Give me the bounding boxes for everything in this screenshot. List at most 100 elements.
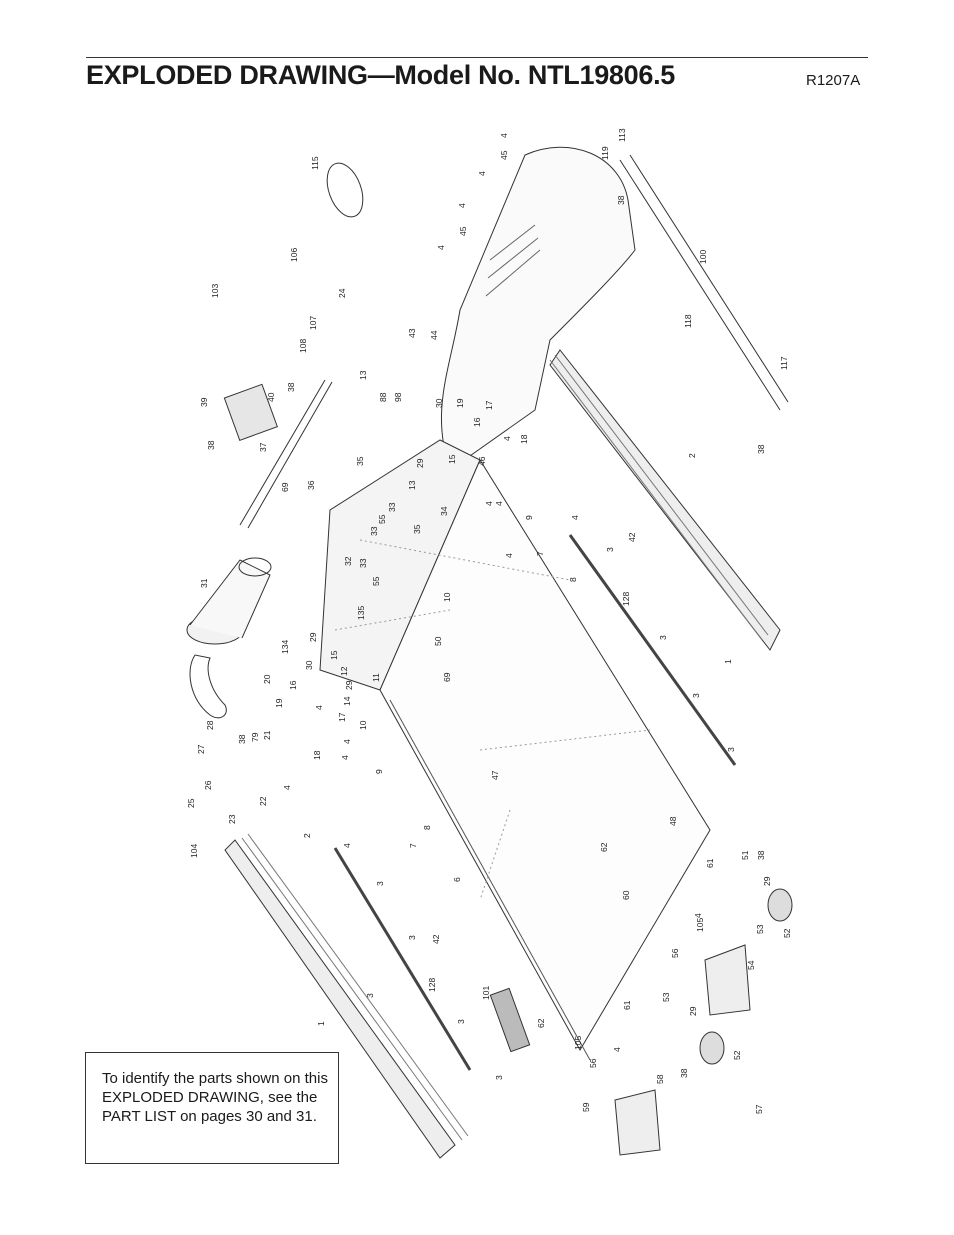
part-callout: 115 — [310, 156, 320, 170]
part-callout: 52 — [782, 928, 792, 938]
part-callout: 29 — [762, 876, 772, 886]
deck-part — [379, 458, 711, 1052]
part-callout: 11 — [371, 673, 381, 682]
part-callout: 3 — [407, 935, 417, 940]
part-callout: 29 — [688, 1006, 698, 1016]
part-callout: 33 — [387, 502, 397, 512]
part-callout: 19 — [455, 398, 465, 408]
part-callout: 4 — [484, 501, 494, 506]
part-callout: 53 — [661, 992, 671, 1002]
part-callout: 60 — [621, 890, 631, 900]
part-callout: 14 — [342, 696, 352, 706]
part-callout: 45 — [499, 150, 509, 160]
page-title: EXPLODED DRAWING—Model No. NTL19806.5 — [86, 60, 675, 90]
part-callout: 30 — [304, 660, 314, 670]
part-callout: 59 — [581, 1102, 591, 1112]
part-callout: 108 — [298, 339, 308, 353]
part-callout: 100 — [698, 250, 708, 264]
part-callout: 35 — [355, 456, 365, 466]
part-callout: 4 — [340, 755, 350, 760]
note-text: To identify the parts shown on this EXPL… — [102, 1070, 328, 1125]
wheel-part — [699, 1031, 725, 1065]
part-callout: 53 — [755, 924, 765, 934]
part-callout: 69 — [280, 482, 290, 492]
part-callout: 52 — [732, 1050, 742, 1060]
part-callout: 18 — [312, 750, 322, 760]
part-callout: 2 — [687, 453, 697, 458]
part-callout: 25 — [186, 798, 196, 808]
part-callout: 3 — [605, 547, 615, 552]
part-callout: 3 — [375, 881, 385, 886]
part-callout: 117 — [779, 356, 789, 370]
part-callout: 56 — [670, 948, 680, 958]
part-callout: 101 — [481, 986, 491, 1000]
part-callout: 54 — [746, 960, 756, 970]
part-callout: 113 — [617, 128, 627, 142]
part-callout: 6 — [452, 877, 462, 882]
part-callout: 40 — [266, 392, 276, 402]
part-callout: 16 — [472, 417, 482, 427]
cable-part — [326, 162, 364, 218]
part-callout: 37 — [258, 442, 268, 452]
part-callout: 55 — [371, 576, 381, 586]
part-callout: 38 — [206, 440, 216, 450]
part-callout: 106 — [289, 248, 299, 262]
shaft-part — [239, 379, 333, 529]
part-callout: 26 — [203, 780, 213, 790]
part-callout: 38 — [616, 195, 626, 205]
part-callout: 47 — [490, 770, 500, 780]
rear-cover-part — [704, 944, 751, 1016]
part-callout: 57 — [754, 1104, 764, 1114]
part-callout: 20 — [262, 674, 272, 684]
part-callout: 27 — [196, 744, 206, 754]
part-callout: 29 — [308, 632, 318, 642]
part-callout: 9 — [524, 515, 534, 520]
part-callout: 56 — [588, 1058, 598, 1068]
part-callout: 3 — [494, 1075, 504, 1080]
part-callout: 103 — [210, 284, 220, 298]
part-callout: 104 — [189, 844, 199, 858]
part-callout: 39 — [199, 397, 209, 407]
part-callout: 10 — [442, 592, 452, 602]
part-callout: 105 — [573, 1036, 583, 1050]
part-callout: 4 — [457, 203, 467, 208]
part-callout: 134 — [280, 640, 290, 654]
part-callout: 42 — [627, 532, 637, 542]
part-callout: 4 — [693, 913, 703, 918]
part-callout: 16 — [288, 680, 298, 690]
part-callout: 36 — [306, 480, 316, 490]
part-callout: 3 — [658, 635, 668, 640]
part-callout: 17 — [337, 712, 347, 722]
part-callout: 3 — [691, 693, 701, 698]
part-callout: 88 — [378, 392, 388, 402]
part-callout: 44 — [429, 330, 439, 340]
part-callout: 69 — [442, 672, 452, 682]
part-callout: 29 — [415, 458, 425, 468]
part-callout: 4 — [436, 245, 446, 250]
part-callout: 118 — [683, 314, 693, 328]
part-callout: 38 — [286, 382, 296, 392]
part-callout: 98 — [393, 392, 403, 402]
console-part — [440, 146, 636, 471]
part-callout: 33 — [369, 526, 379, 536]
part-callout: 38 — [756, 444, 766, 454]
part-callout: 21 — [262, 730, 272, 740]
part-callout: 12 — [339, 666, 349, 676]
part-callout: 4 — [612, 1047, 622, 1052]
part-callout: 15 — [447, 454, 457, 464]
part-callout: 19 — [274, 698, 284, 708]
part-callout: 38 — [679, 1068, 689, 1078]
part-callout: 15 — [329, 650, 339, 660]
part-callout: 48 — [668, 816, 678, 826]
part-callout: 4 — [342, 739, 352, 744]
strip-part — [568, 534, 737, 766]
part-callout: 33 — [358, 558, 368, 568]
part-callout: 8 — [568, 577, 578, 582]
part-callout: 46 — [477, 456, 487, 466]
part-callout: 61 — [705, 858, 715, 868]
part-callout: 23 — [227, 814, 237, 824]
part-callout: 4 — [282, 785, 292, 790]
part-callout: 62 — [599, 842, 609, 852]
decal-part — [489, 987, 531, 1053]
